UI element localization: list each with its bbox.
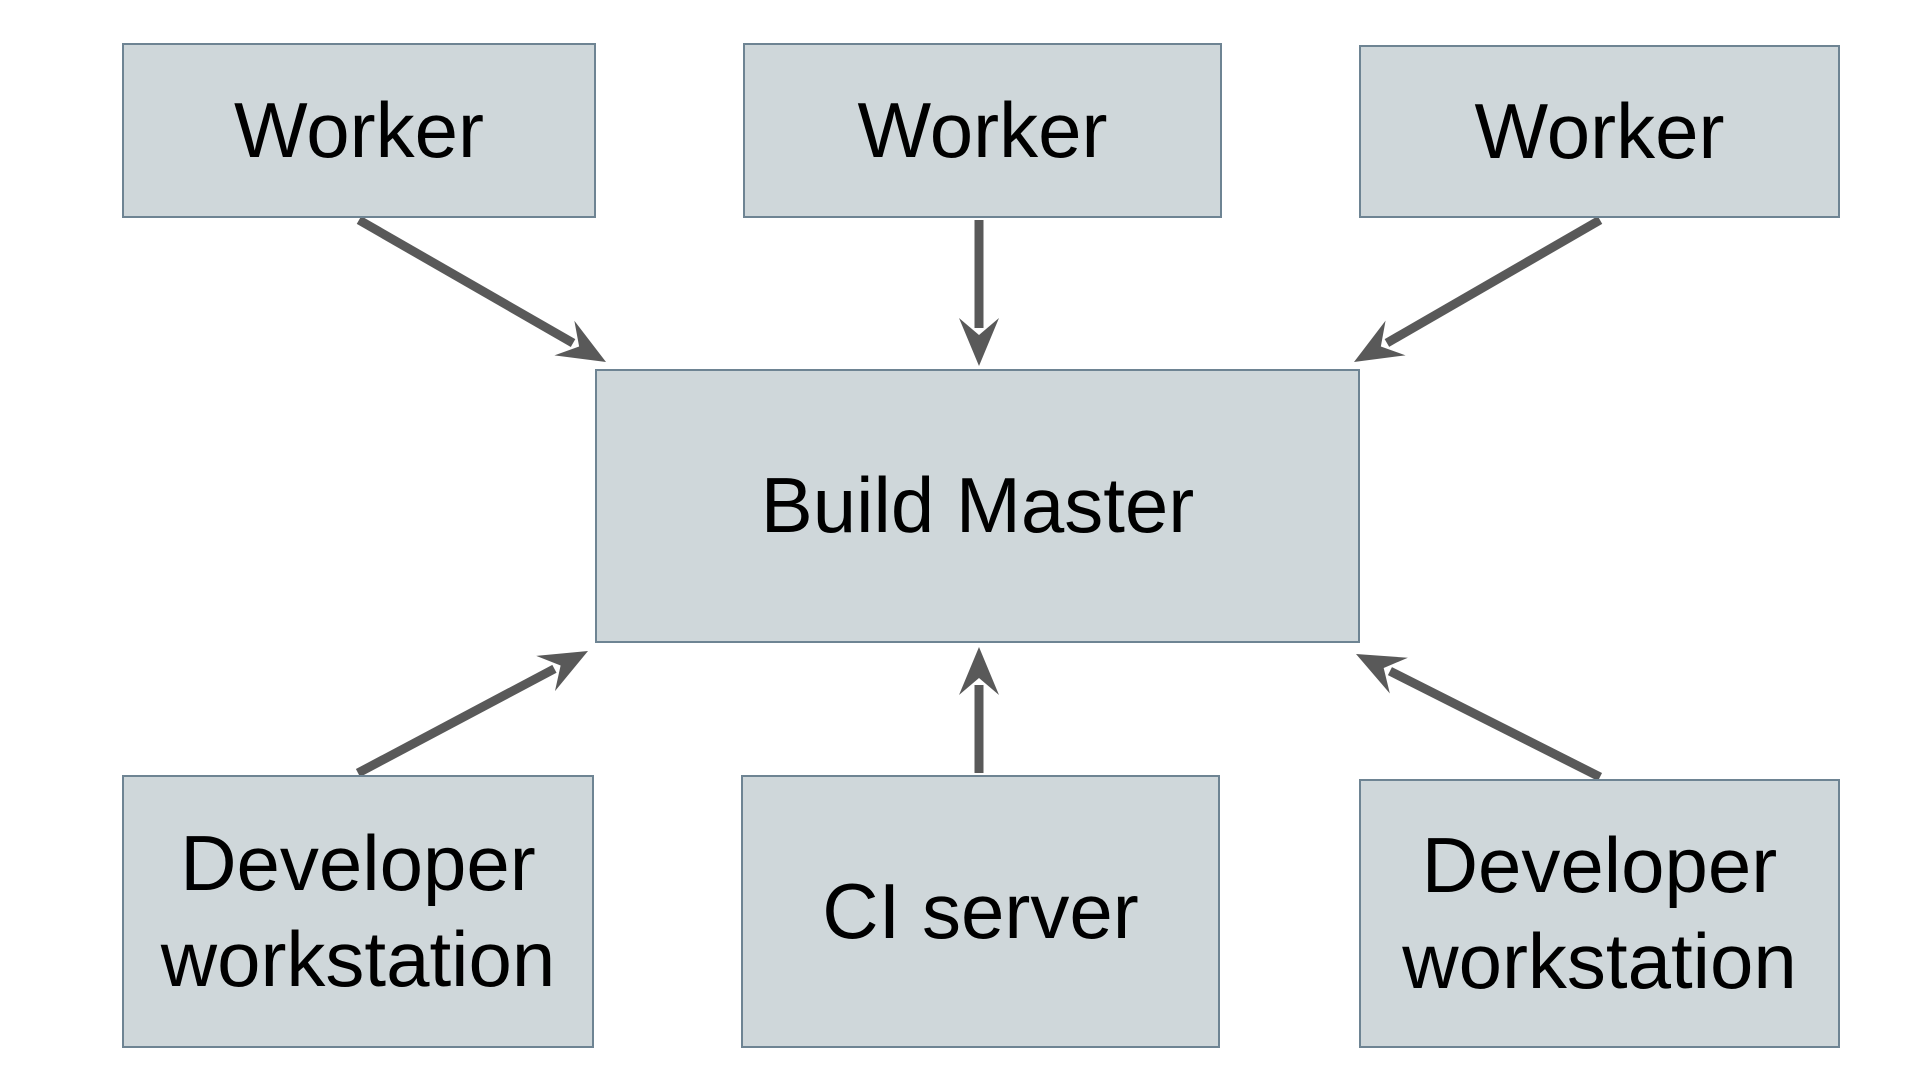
- arrow-line-developer-workstation-right-to-build-master: [1387, 667, 1603, 782]
- arrow-line-worker-1-to-build-master: [356, 216, 576, 347]
- arrowhead-icon-worker-2-to-build-master: [959, 318, 999, 366]
- diagram-node-worker-1: Worker: [122, 43, 596, 218]
- arrowhead-icon-worker-3-to-build-master: [1354, 320, 1406, 362]
- arrow-line-worker-3-to-build-master: [1384, 216, 1603, 347]
- diagram-node-label-ci-server: CI server: [822, 866, 1139, 955]
- arrowhead-icon-ci-server-to-build-master: [959, 647, 999, 695]
- diagram-node-developer-workstation-right: Developer workstation: [1359, 779, 1840, 1048]
- diagram-node-worker-3: Worker: [1359, 45, 1840, 218]
- diagram-node-label-developer-workstation-left: Developer workstation: [160, 819, 556, 1003]
- diagram-node-ci-server: CI server: [741, 775, 1220, 1048]
- arrowhead-icon-worker-1-to-build-master: [554, 320, 606, 362]
- arrowhead-icon-developer-workstation-left-to-build-master: [536, 651, 588, 692]
- arrowhead-icon-developer-workstation-right-to-build-master: [1356, 654, 1408, 694]
- diagram-node-label-developer-workstation-right: Developer workstation: [1402, 821, 1797, 1005]
- diagram-node-label-worker-3: Worker: [1474, 86, 1725, 175]
- diagram-node-label-worker-2: Worker: [857, 85, 1108, 174]
- diagram-node-worker-2: Worker: [743, 43, 1222, 218]
- diagram-node-label-build-master: Build Master: [760, 461, 1195, 550]
- diagram-node-build-master: Build Master: [595, 369, 1360, 643]
- diagram-node-developer-workstation-left: Developer workstation: [122, 775, 594, 1048]
- diagram-node-label-worker-1: Worker: [234, 85, 484, 174]
- arrow-line-developer-workstation-left-to-build-master: [355, 664, 557, 777]
